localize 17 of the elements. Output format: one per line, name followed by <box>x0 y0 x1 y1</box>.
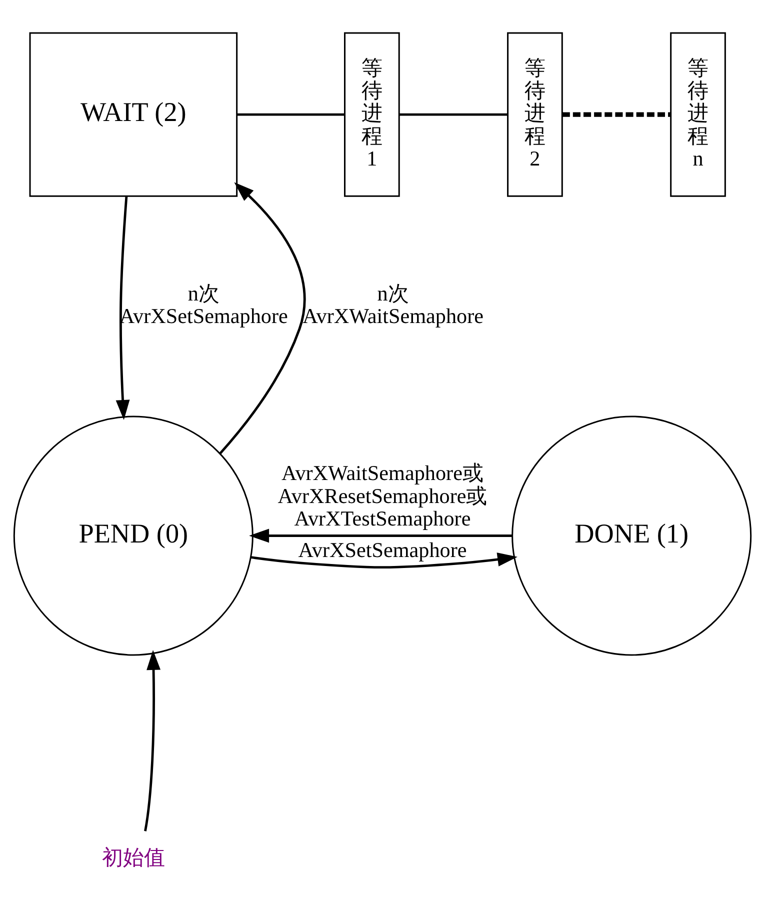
arrow <box>116 196 130 420</box>
edge-label: AvrXSetSemaphore <box>298 538 467 562</box>
arrow <box>249 528 512 542</box>
node-circle: DONE (1) <box>512 415 752 656</box>
edge-label: AvrXWaitSemaphore或 AvrXResetSemaphore或 AvrXTestSemaphore <box>278 460 488 530</box>
node-box: 等待进程2 <box>507 32 563 196</box>
connector <box>562 112 670 116</box>
connector <box>399 112 508 116</box>
node-circle: PEND (0) <box>13 415 254 656</box>
node-box: 等待进程1 <box>344 32 400 196</box>
arrow <box>144 650 161 831</box>
node-box: 等待进程n <box>670 32 726 196</box>
node-text: 初始值 <box>102 844 165 869</box>
arrow <box>250 552 518 568</box>
node-box: WAIT (2) <box>29 32 238 196</box>
arrow <box>219 182 306 454</box>
connector <box>236 112 344 116</box>
